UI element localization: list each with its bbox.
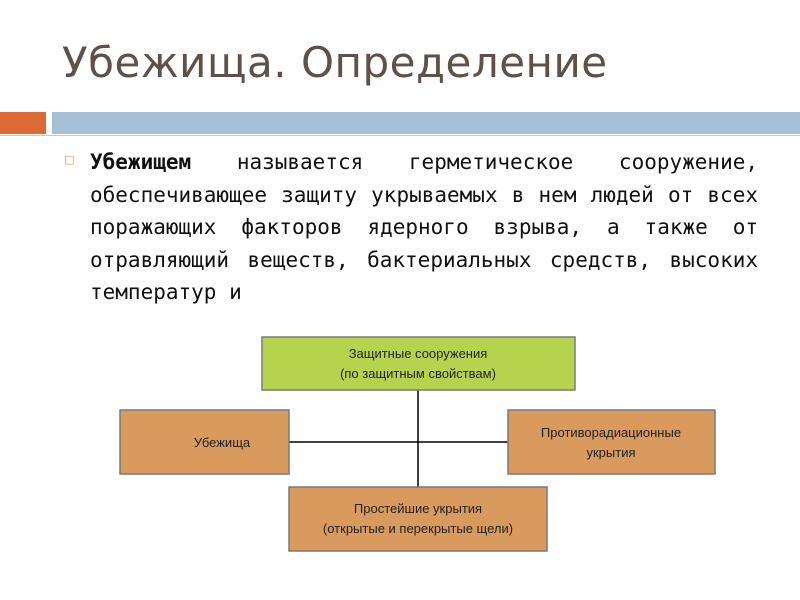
title-rule-accent: [0, 112, 46, 134]
radiation-shelters-box: [507, 409, 716, 475]
radiation-shelters-box-label-2: укрытия: [586, 445, 635, 460]
definition-text: называется герметическое сооружение, обе…: [90, 150, 758, 304]
definition-paragraph: Убежищем называется герметическое сооруж…: [90, 146, 758, 309]
bullet-square-icon: □: [64, 153, 75, 166]
simple-shelters-box-label-2: (открытые и перекрытые щели): [323, 521, 513, 536]
title-rule-bar: [52, 112, 800, 134]
definition-term: Убежищем: [90, 150, 192, 174]
radiation-shelters-box-label-1: Противорадиационные: [541, 425, 681, 440]
root-box: [261, 336, 576, 391]
shelters-box-label: Убежища: [194, 435, 251, 450]
title-rule-line: [0, 135, 800, 136]
root-box-label-2: (по защитным свойствам): [340, 366, 496, 381]
root-box-label-1: Защитные сооружения: [349, 346, 488, 361]
simple-shelters-box-label-1: Простейшие укрытия: [354, 501, 482, 516]
slide-title: Убежища. Определение: [62, 38, 608, 87]
shelters-box: [119, 409, 290, 475]
simple-shelters-box: [288, 486, 548, 552]
